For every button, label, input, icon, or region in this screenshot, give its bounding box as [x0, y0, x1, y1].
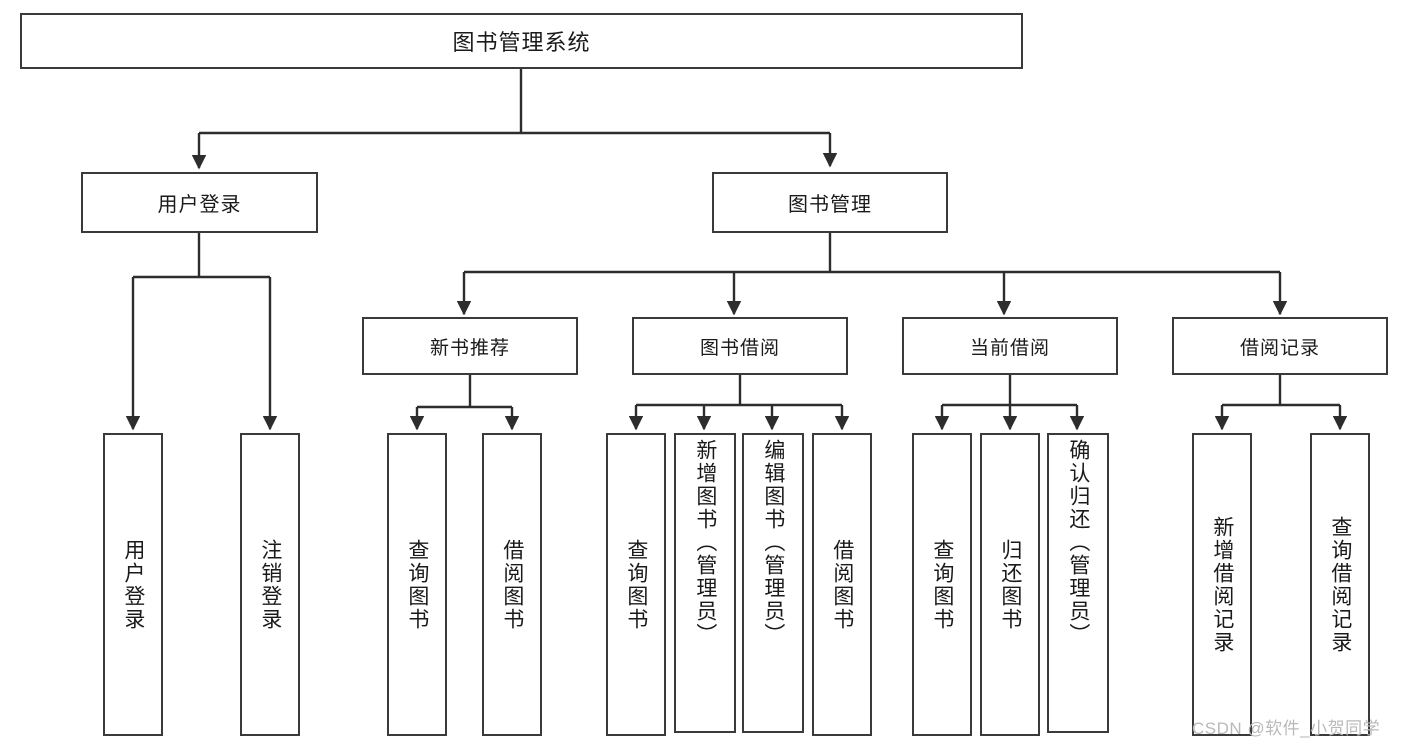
leaf-label: 新增借阅记录 — [1210, 515, 1234, 654]
leaf-logout-login[interactable]: 注销登录 — [240, 433, 300, 736]
leaf-user-login[interactable]: 用户登录 — [103, 433, 163, 736]
watermark-text: CSDN @软件_小贺同学 — [1192, 719, 1381, 738]
node-current-borrow[interactable]: 当前借阅 — [902, 317, 1118, 375]
leaf-query-book-recommend[interactable]: 查询图书 — [387, 433, 447, 736]
leaf-label: 用户登录 — [121, 538, 145, 631]
node-new-book-recommend[interactable]: 新书推荐 — [362, 317, 578, 375]
leaf-label: 新增图书（管理员） — [693, 439, 717, 646]
node-label: 图书管理系统 — [452, 30, 591, 55]
leaf-lend-book[interactable]: 借阅图书 — [812, 433, 872, 736]
leaf-add-borrow-record[interactable]: 新增借阅记录 — [1192, 433, 1252, 736]
leaf-query-borrow-record[interactable]: 查询借阅记录 — [1310, 433, 1370, 736]
leaf-edit-book-admin[interactable]: 编辑图书（管理员） — [742, 433, 804, 733]
leaf-label: 查询图书 — [624, 538, 648, 631]
leaf-label: 借阅图书 — [830, 538, 854, 631]
leaf-label: 查询图书 — [930, 538, 954, 631]
node-borrow-record[interactable]: 借阅记录 — [1172, 317, 1388, 375]
leaf-return-book[interactable]: 归还图书 — [980, 433, 1040, 736]
leaf-label: 查询借阅记录 — [1328, 515, 1352, 654]
leaf-add-book-admin[interactable]: 新增图书（管理员） — [674, 433, 736, 733]
node-label: 图书借阅 — [699, 337, 780, 359]
node-user-login[interactable]: 用户登录 — [81, 172, 318, 233]
leaf-borrow-book-recommend[interactable]: 借阅图书 — [482, 433, 542, 736]
node-root-book-management-system[interactable]: 图书管理系统 — [20, 13, 1023, 69]
node-label: 当前借阅 — [969, 337, 1050, 359]
leaf-confirm-return-admin[interactable]: 确认归还（管理员） — [1047, 433, 1109, 733]
leaf-label: 编辑图书（管理员） — [761, 439, 785, 646]
leaf-label: 借阅图书 — [500, 538, 524, 631]
leaf-query-book-current[interactable]: 查询图书 — [912, 433, 972, 736]
node-label: 新书推荐 — [429, 337, 510, 359]
node-book-management[interactable]: 图书管理 — [712, 172, 948, 233]
node-book-borrow[interactable]: 图书借阅 — [632, 317, 848, 375]
leaf-query-book-borrow[interactable]: 查询图书 — [606, 433, 666, 736]
node-label: 借阅记录 — [1239, 337, 1320, 359]
node-label: 用户登录 — [157, 194, 242, 216]
leaf-label: 注销登录 — [258, 538, 282, 631]
node-label: 图书管理 — [788, 194, 872, 216]
leaf-label: 确认归还（管理员） — [1066, 439, 1090, 646]
leaf-label: 查询图书 — [405, 538, 429, 631]
leaf-label: 归还图书 — [998, 538, 1022, 631]
